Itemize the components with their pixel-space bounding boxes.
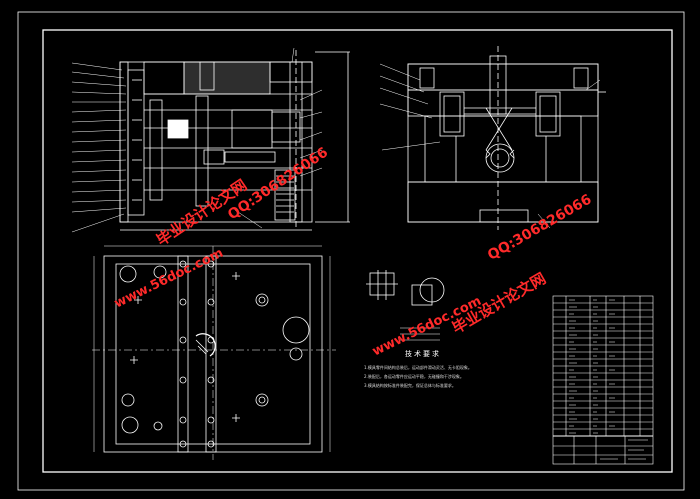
plan-view bbox=[92, 245, 336, 460]
outer-border bbox=[17, 11, 685, 491]
note-line-1: 1.模具零件间结构总装后，运动部件滑动灵活、无卡阻现象。 bbox=[364, 365, 472, 370]
title-block bbox=[552, 295, 654, 465]
note-line-3: 3.模具结构按标准件装配完，保证总体与标准要求。 bbox=[364, 383, 456, 388]
note-line-2: 2.装配后，各运动零件应运动平稳，无碰撞和干涉现象。 bbox=[364, 374, 464, 379]
title-block-marks bbox=[569, 299, 648, 460]
front-view-leaders bbox=[71, 47, 323, 233]
side-view-leaders bbox=[379, 63, 601, 229]
side-section-view bbox=[407, 46, 606, 230]
detail-view bbox=[366, 270, 445, 341]
front-section-view bbox=[119, 50, 350, 231]
inner-border bbox=[42, 29, 673, 473]
technical-notes-title: 技术要求 bbox=[405, 350, 441, 358]
